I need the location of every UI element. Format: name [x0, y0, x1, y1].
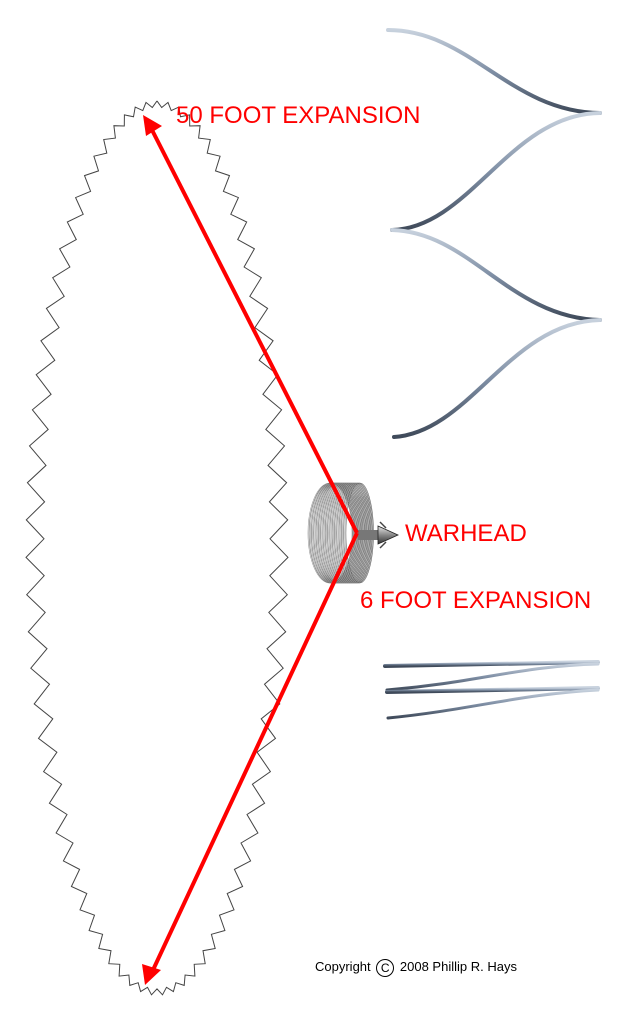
warhead-cone-icon — [358, 521, 399, 549]
arrow-lower-line — [151, 532, 359, 971]
copyright-suffix: 2008 Phillip R. Hays — [399, 959, 517, 974]
arrow-upper-line — [149, 127, 359, 534]
arrow-lower-head — [142, 964, 161, 985]
expansion-arrows — [142, 115, 359, 985]
folded-rods-upper — [386, 28, 602, 439]
label-50-foot-expansion: 50 FOOT EXPANSION — [176, 102, 421, 129]
arrow-upper-head — [143, 115, 162, 136]
copyright-symbol-icon: C — [376, 958, 395, 977]
copyright-prefix: Copyright — [315, 959, 371, 974]
copyright-notice: Copyright C 2008 Phillip R. Hays — [315, 958, 517, 977]
straight-rods-lower — [383, 660, 600, 720]
label-6-foot-expansion: 6 FOOT EXPANSION — [360, 587, 592, 614]
label-warhead: WARHEAD — [405, 520, 527, 547]
expanded-ring-50ft — [25, 100, 289, 996]
